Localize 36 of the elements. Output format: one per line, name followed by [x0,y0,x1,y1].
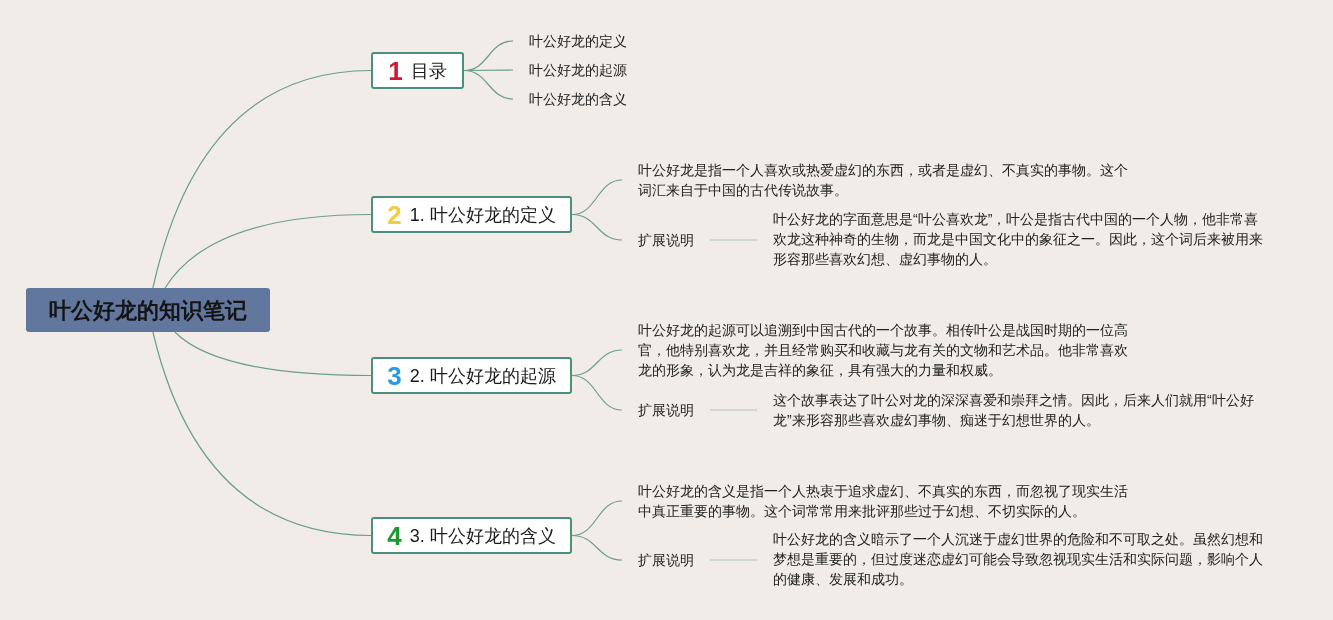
branch-line [463,69,514,100]
topic-box [371,517,572,554]
topic-title: 3. 叶公好龙的含义 [409,526,556,545]
note-text: 叶公好龙是指一个人喜欢或热爱虚幻的东西，或者是虚幻、不真实的事物。这个词汇来自于中国的古代传说故事。 [638,160,1132,200]
number-marker: 1 [388,57,403,84]
branch-line [164,213,372,289]
branch-line [571,213,623,241]
note-text: 这个故事表达了叶公对龙的深深喜爱和崇拜之情。因此，后来人们就用“叶公好龙”来形容那些喜欢虚幻事物、痴迷于幻想世界的人。 [773,390,1267,430]
branch-line [709,239,758,241]
number-marker: 3 [387,362,402,389]
branch-line [152,69,372,289]
branch-line [571,374,623,411]
subtopic-text: 叶公好龙的含义 [529,89,627,109]
topic-title: 2. 叶公好龙的起源 [409,366,556,385]
topic-box [371,52,464,89]
branch-line [152,331,372,537]
number-marker: 4 [387,522,402,549]
note-text: 叶公好龙的字面意思是“叶公喜欢龙”，叶公是指古代中国的一个人物，他非常喜欢龙这种神奇的生物，而龙是中国文化中的象征之一。因此，这个词后来被用来形容那些喜欢幻想、虚幻事物的人。 [773,209,1267,269]
note-text: 叶公好龙的含义暗示了一个人沉迷于虚幻世界的危险和不可取之处。虽然幻想和梦想是重要的，但过度迷恋虚幻可能会导致忽视现实生活和实际问题，影响个人的健康、发展和成功。 [773,529,1267,589]
subtopic-text: 叶公好龙的起源 [529,60,627,80]
number-marker: 2 [387,201,402,228]
note-text: 叶公好龙的起源可以追溯到中国古代的一个故事。相传叶公是战国时期的一位高官，他特别喜欢龙，并且经常购买和收藏与龙有关的文物和艺术品。他非常喜欢龙的形象，认为龙是吉祥的象征，具有强大的力量和权威。 [638,320,1132,380]
branch-line [571,534,623,561]
note-text: 叶公好龙的含义是指一个人热衷于追求虚幻、不真实的东西，而忽视了现实生活中真正重要的事物。这个词常常用来批评那些过于幻想、不切实际的人。 [638,481,1132,521]
branch-line [709,409,758,411]
branch-line [709,559,758,561]
central-topic: 叶公好龙的知识笔记 [26,288,270,332]
topic-title: 1. 叶公好龙的定义 [409,205,556,224]
subtopic-text: 叶公好龙的定义 [529,31,627,51]
subtopic-label: 扩展说明 [638,550,694,570]
topic-box [371,357,572,394]
topic-title: 目录 [410,61,447,80]
subtopic-label: 扩展说明 [638,400,694,420]
subtopic-label: 扩展说明 [638,230,694,250]
branch-line [174,331,372,377]
topic-box [371,196,572,233]
